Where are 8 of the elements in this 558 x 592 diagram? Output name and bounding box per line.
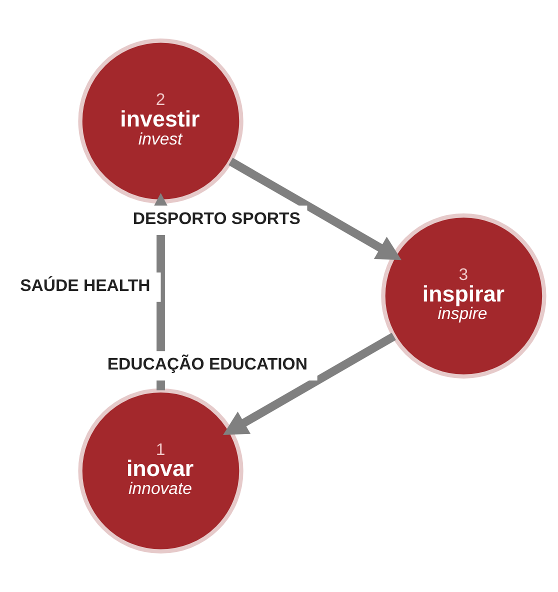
arrow bbox=[228, 158, 402, 260]
arrow bbox=[223, 332, 396, 435]
edge-label: SAÚDE HEALTH bbox=[20, 276, 150, 295]
node-circle: 1 inovar innovate bbox=[78, 388, 244, 554]
edge-label: EDUCAÇÃO EDUCATION bbox=[107, 354, 308, 374]
node-circle: 2 investir invest bbox=[78, 38, 244, 204]
node-circle: 3 inspirar inspire bbox=[381, 213, 546, 379]
edge-label: DESPORTO SPORTS bbox=[132, 208, 300, 228]
